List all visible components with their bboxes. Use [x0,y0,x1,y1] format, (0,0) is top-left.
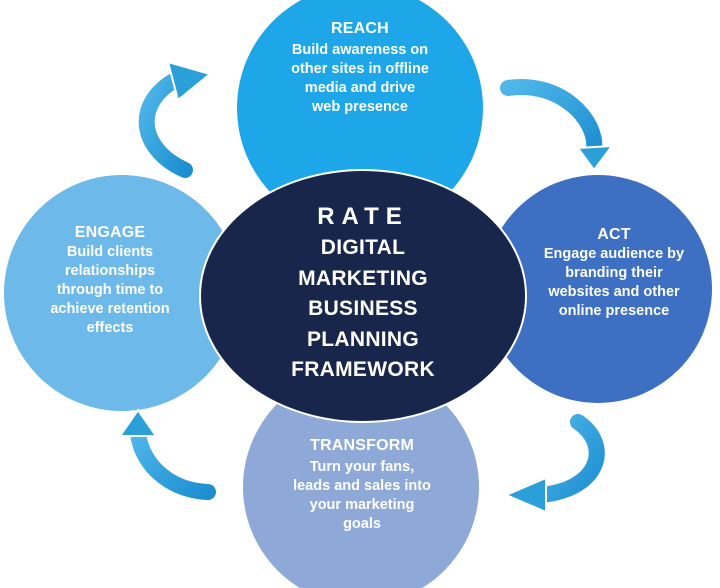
engage-node: ENGAGE Build clients relationships throu… [20,224,200,338]
act-title: ACT [597,226,631,243]
engage-description: Build clients relationships through time… [50,244,170,336]
reach-title: REACH [331,20,389,37]
arrow-transform-to-engage [118,408,219,503]
reach-node: REACH Build awareness on other sites in … [250,20,470,117]
center-line-5: FRAMEWORK [291,358,435,381]
transform-node: TRANSFORM Turn your fans, leads and sale… [262,437,462,534]
reach-circle [237,0,483,231]
transform-description: Turn your fans, leads and sales into you… [293,459,431,532]
center-line-3: BUSINESS [308,297,418,320]
transform-title: TRANSFORM [309,437,414,454]
arrow-engage-to-reach [135,60,213,181]
act-circle [484,175,712,403]
center-ellipse [199,169,527,423]
arrow-reach-to-act [497,75,615,172]
reach-description: Build awareness on other sites in offlin… [291,42,429,115]
transform-circle [243,369,479,588]
arrow-act-to-transform [503,411,608,514]
engage-title: ENGAGE [74,224,146,241]
act-node: ACT Engage audience by branding their we… [522,226,706,321]
engage-circle [4,175,240,411]
center-label: RATE DIGITAL MARKETING BUSINESS PLANNING… [243,203,483,386]
center-title: RATE [317,203,409,230]
center-line-2: MARKETING [298,266,428,290]
act-description: Engage audience by branding their websit… [543,246,685,319]
center-line-1: DIGITAL [320,236,406,259]
center-line-4: PLANNING [306,327,420,351]
